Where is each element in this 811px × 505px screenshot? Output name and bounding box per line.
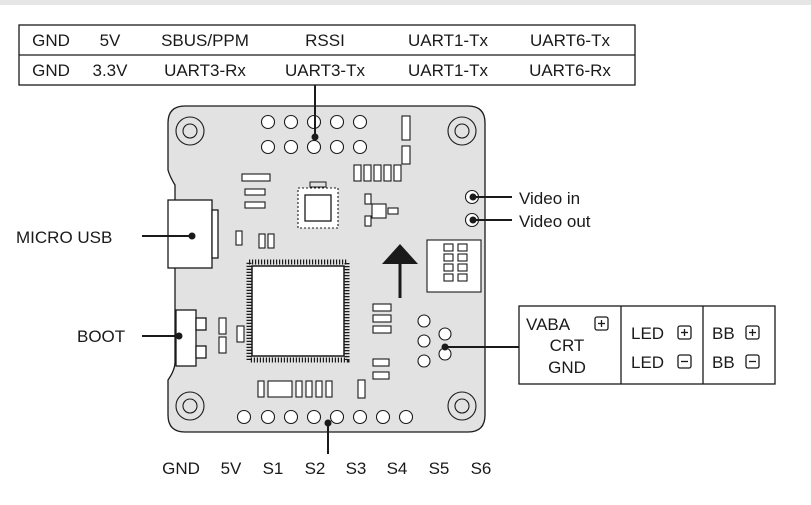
gyro-chip — [297, 181, 339, 229]
crt-label: CRT — [550, 336, 585, 355]
pin-table-r1-c6: UART6-Tx — [530, 31, 610, 50]
pin-table-r2-c3: UART3-Rx — [164, 61, 246, 80]
bb-minus-label: BB — [712, 353, 735, 372]
bb-plus-label: BB — [712, 324, 735, 343]
bottom-pin-labels: GND 5V S1 S2 S3 S4 S5 S6 — [162, 459, 491, 478]
bottom-pin-5v: 5V — [221, 459, 242, 478]
bottom-pin-s5: S5 — [429, 459, 450, 478]
flight-controller-board — [167, 105, 486, 433]
pin-table-r1-c4: RSSI — [305, 31, 345, 50]
mounting-holes — [175, 116, 477, 421]
bottom-pin-s2: S2 — [305, 459, 326, 478]
bb-minus-icon — [745, 354, 760, 369]
bottom-pin-s3: S3 — [346, 459, 367, 478]
bottom-pin-s1: S1 — [263, 459, 284, 478]
bb-plus-icon — [745, 325, 760, 340]
mcu-chip — [246, 259, 350, 363]
side-header — [426, 239, 482, 293]
led-plus-label: LED — [631, 324, 664, 343]
video-in-label: Video in — [519, 189, 580, 208]
led-pads — [417, 314, 452, 368]
bottom-pin-gnd: GND — [162, 459, 200, 478]
pin-table-r1-c5: UART1-Tx — [408, 31, 488, 50]
boot-label: BOOT — [77, 327, 125, 346]
led-bb-table: VABA CRT GND LED LED BB BB — [518, 305, 776, 385]
pin-table-r2-c5: UART1-Tx — [408, 61, 488, 80]
orientation-arrow — [382, 244, 418, 298]
pin-table-r1-c1: GND — [32, 31, 70, 50]
led-plus-icon — [677, 325, 692, 340]
pin-table-r2-c6: UART6-Rx — [529, 61, 611, 80]
bottom-pads — [236, 409, 414, 425]
pin-table: GND 5V SBUS/PPM RSSI UART1-Tx UART6-Tx G… — [18, 24, 636, 86]
pin-table-r2-c2: 3.3V — [93, 61, 129, 80]
micro-usb-label: MICRO USB — [16, 228, 112, 247]
top-pads — [260, 114, 368, 155]
led-minus-label: LED — [631, 353, 664, 372]
pin-table-r1-c2: 5V — [100, 31, 121, 50]
video-out-label: Video out — [519, 212, 591, 231]
gnd-label: GND — [548, 358, 586, 377]
smd-components — [218, 115, 411, 399]
pin-table-r2-c1: GND — [32, 61, 70, 80]
vaba-plus-icon — [594, 316, 609, 331]
bottom-pin-s4: S4 — [387, 459, 408, 478]
bottom-pin-s6: S6 — [471, 459, 492, 478]
top-border — [0, 0, 811, 5]
leader-lines — [142, 85, 519, 454]
pin-table-r1-c3: SBUS/PPM — [161, 31, 249, 50]
led-minus-icon — [677, 354, 692, 369]
boot-button — [175, 309, 207, 367]
pin-table-r2-c4: UART3-Tx — [285, 61, 365, 80]
vaba-label: VABA — [526, 315, 571, 334]
